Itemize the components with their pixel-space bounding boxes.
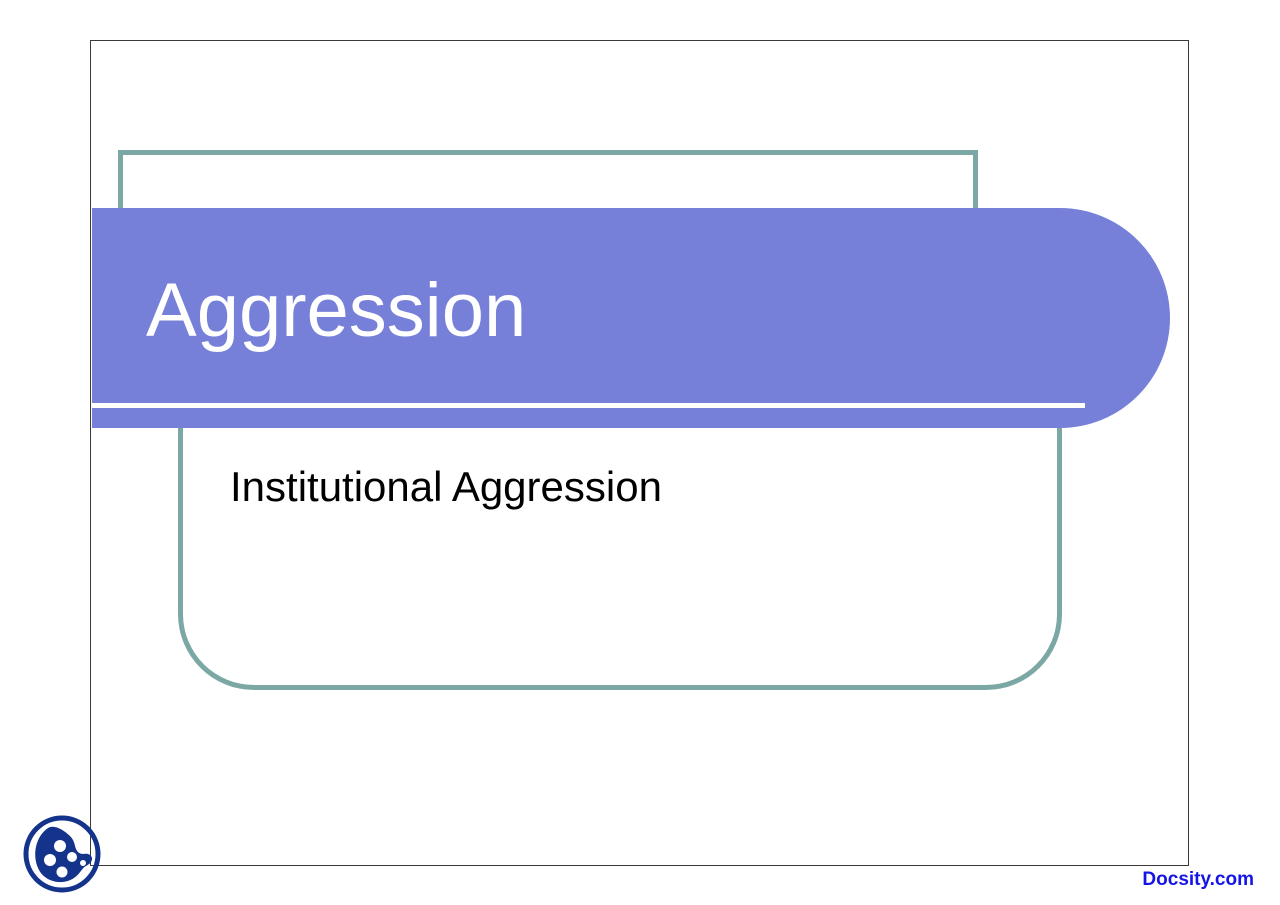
slide-frame-border (90, 40, 1189, 866)
docsity-logo (20, 812, 104, 896)
slide-title: Aggression (146, 268, 527, 353)
title-banner (92, 208, 1170, 428)
title-underline-rule (92, 403, 1085, 408)
slide-body-text: Institutional Aggression (230, 463, 662, 510)
decorative-teal-box-lower (178, 330, 1062, 690)
docsity-logo-icon (23, 815, 101, 893)
docsity-url-label: Docsity.com (1142, 869, 1254, 890)
